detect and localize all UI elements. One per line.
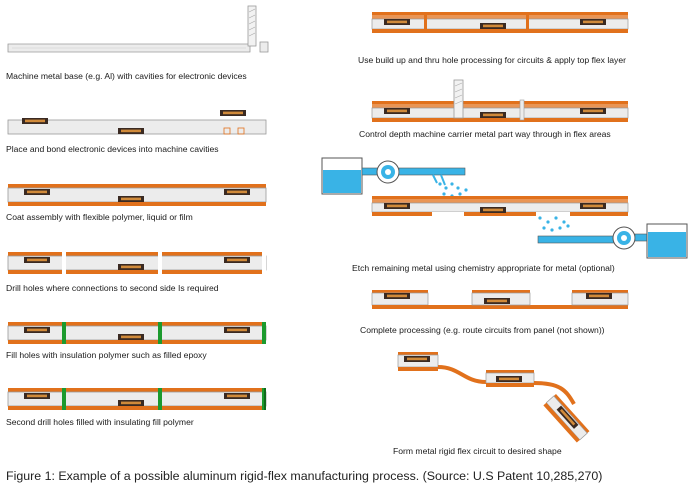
- figure-caption: Figure 1: Example of a possible aluminum…: [6, 469, 603, 483]
- step7-buildup: [371, 12, 629, 33]
- step-label-drill: Drill holes where connections to second …: [6, 283, 219, 293]
- step4-drilled: [7, 252, 267, 274]
- step-label-control-depth: Control depth machine carrier metal part…: [359, 129, 611, 139]
- step-label-coat: Coat assembly with flexible polymer, liq…: [6, 212, 193, 222]
- step2-devices-placed: [7, 110, 267, 135]
- step1-metal-base: [7, 5, 269, 53]
- step-label-complete: Complete processing (e.g. route circuits…: [360, 325, 605, 335]
- step8-machined: [371, 79, 629, 122]
- step-label-place-devices: Place and bond electronic devices into m…: [6, 144, 219, 154]
- step-label-second-drill: Second drill holes filled with insulatin…: [6, 417, 194, 427]
- step6-second-fill: [7, 388, 267, 410]
- step-label-form: Form metal rigid flex circuit to desired…: [393, 446, 562, 456]
- step11-formed: [397, 352, 590, 443]
- step-label-buildup: Use build up and thru hole processing fo…: [358, 55, 626, 65]
- step3-coated: [7, 184, 267, 206]
- step-label-machine-base: Machine metal base (e.g. Al) with caviti…: [6, 71, 247, 81]
- step-label-etch: Etch remaining metal using chemistry app…: [352, 263, 615, 273]
- step10-complete: [371, 290, 629, 309]
- step9-etch: [321, 157, 688, 259]
- step-label-fill-holes: Fill holes with insulation polymer such …: [6, 350, 207, 360]
- step5-filled: [7, 322, 267, 344]
